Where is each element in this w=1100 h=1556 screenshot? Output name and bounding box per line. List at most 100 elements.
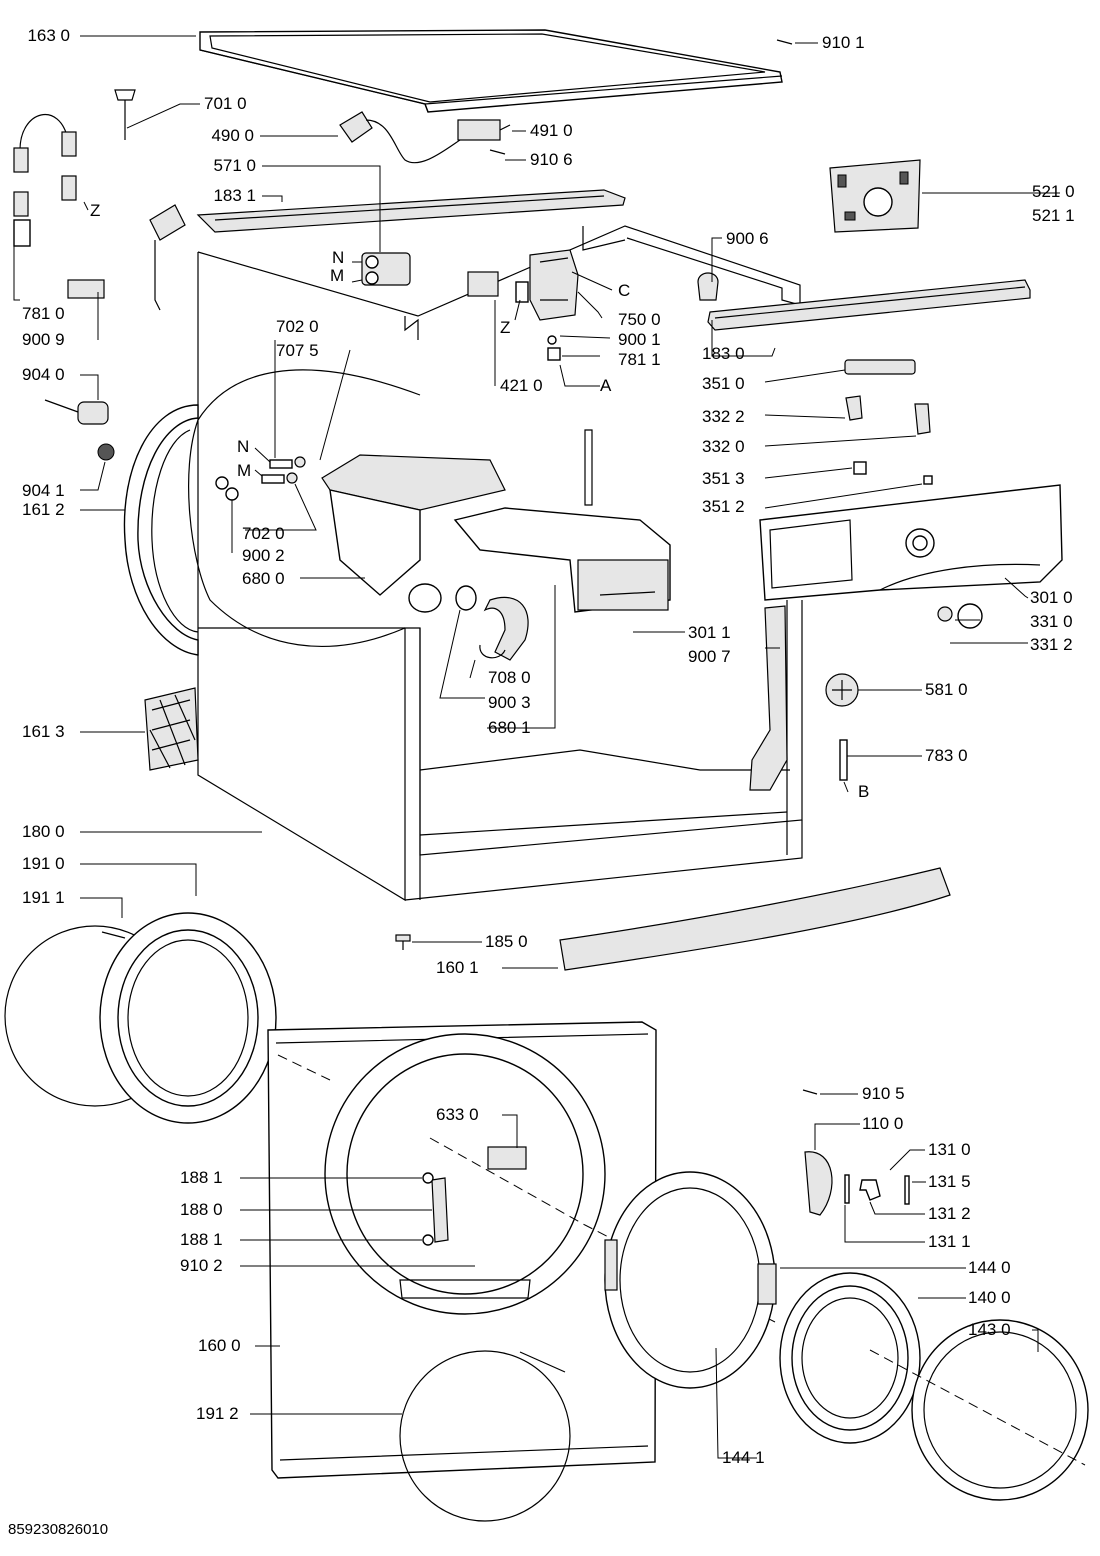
top-panel-part (199, 29, 783, 113)
callout-label: 188 0 (180, 1200, 223, 1219)
door-inner-ring-part (869, 1319, 1089, 1501)
callout-label: 351 3 (702, 469, 745, 488)
callout-label: 900 1 (618, 330, 661, 349)
callout-label: 110 0 (862, 1114, 904, 1133)
led-board-part (844, 359, 916, 375)
button-351-2-part (923, 475, 933, 485)
callout-label: 191 1 (22, 888, 65, 907)
document-id: 859230826010 (8, 1521, 109, 1538)
tub-seal-part (123, 404, 199, 656)
callout-label: 701 0 (204, 94, 247, 113)
pressure-switch-part (825, 673, 859, 707)
callout-label: 900 2 (242, 546, 285, 565)
pressure-chamber-part (529, 249, 579, 361)
callout-label: 191 0 (22, 854, 65, 873)
callout-label: 581 0 (925, 680, 968, 699)
callout-label: 521 0 (1032, 182, 1075, 201)
callout-label: B (858, 782, 870, 801)
callout-label: 910 2 (180, 1256, 223, 1275)
filter-cover-part (144, 687, 199, 771)
callout-label: 900 6 (726, 229, 769, 248)
power-cord-part (339, 39, 793, 164)
callout-label: 185 0 (485, 932, 528, 951)
callout-label: A (600, 376, 612, 395)
clip-part (697, 272, 719, 301)
callout-label: 707 5 (276, 341, 319, 360)
door-gasket-part (4, 912, 277, 1124)
callout-label: 781 0 (22, 304, 65, 323)
callout-label: 910 1 (822, 33, 865, 52)
dispenser-hose-part (455, 585, 529, 661)
callout-label: 633 0 (436, 1105, 479, 1124)
callout-label: 331 2 (1030, 635, 1073, 654)
callout-label: 140 0 (968, 1288, 1011, 1307)
door-gasket-spring-part (399, 1350, 571, 1522)
latch-332-2-part (845, 395, 863, 421)
callout-label: 904 1 (22, 481, 65, 500)
suppressor-part (467, 271, 529, 303)
inlet-hose-part (13, 89, 186, 311)
heater-rod-part (839, 739, 848, 781)
callout-label: Z (90, 201, 101, 220)
callout-label: 180 0 (22, 822, 65, 841)
callout-label: 332 2 (702, 407, 745, 426)
callout-label: 191 2 (196, 1404, 239, 1423)
callout-label: 301 1 (688, 623, 731, 642)
front-panel-part (267, 1021, 776, 1479)
electronic-module-part (829, 159, 921, 233)
callout-label: 188 1 (180, 1168, 223, 1187)
callout-label: Z (500, 318, 511, 337)
door-glass-part (779, 1272, 921, 1444)
latch-332-0-part (914, 403, 931, 435)
callout-label: 144 0 (968, 1258, 1011, 1277)
callout-label: 900 9 (22, 330, 65, 349)
callout-label: 708 0 (488, 668, 531, 687)
callout-label: N (332, 248, 345, 267)
control-panel-fascia-part (759, 484, 1063, 601)
callout-label: 160 0 (198, 1336, 241, 1355)
callout-label: 161 2 (22, 500, 65, 519)
control-frame-bar-part (707, 279, 1031, 331)
nipple-connector-part (215, 456, 306, 501)
callout-label: 183 1 (213, 186, 256, 205)
inlet-valve-part (361, 252, 411, 286)
callout-label: 702 0 (242, 524, 285, 543)
callout-label: 680 1 (488, 718, 531, 737)
callout-label: 351 0 (702, 374, 745, 393)
door-outer-ring-part (604, 1171, 777, 1389)
callout-label: 900 7 (688, 647, 731, 666)
callout-label: 491 0 (530, 121, 573, 140)
program-knob-part (937, 603, 983, 629)
callout-label: M (237, 461, 252, 480)
callout-label: 910 5 (862, 1084, 905, 1103)
callout-label: 332 0 (702, 437, 745, 456)
wiring-harness-part (749, 605, 788, 791)
callout-label: N (237, 437, 250, 456)
callout-label: 783 0 (925, 746, 968, 765)
callout-label: 163 0 (27, 26, 70, 45)
toe-board-part (559, 867, 951, 971)
drain-filter-part (44, 399, 115, 461)
callout-label: 904 0 (22, 365, 65, 384)
callout-label: 331 0 (1030, 612, 1073, 631)
callout-label: 131 0 (928, 1140, 971, 1159)
callout-label: 144 1 (722, 1448, 765, 1467)
callout-label: 161 3 (22, 722, 65, 741)
callout-label: 421 0 (500, 376, 543, 395)
detergent-drawer-part (453, 507, 671, 613)
callout-label: 131 5 (928, 1172, 971, 1191)
button-351-3-part (853, 461, 867, 475)
callout-label: 160 1 (436, 958, 479, 977)
callout-label: 910 6 (530, 150, 573, 169)
callout-label: 351 2 (702, 497, 745, 516)
callout-label: M (330, 266, 345, 285)
callout-label: 490 0 (211, 126, 254, 145)
leader-lines (13, 35, 1060, 1459)
callout-label: 750 0 (618, 310, 661, 329)
callout-label: 680 0 (242, 569, 285, 588)
callout-label: 900 3 (488, 693, 531, 712)
callout-label: 521 1 (1032, 206, 1075, 225)
callout-label: 131 2 (928, 1204, 971, 1223)
adjustable-foot-part (395, 934, 411, 950)
